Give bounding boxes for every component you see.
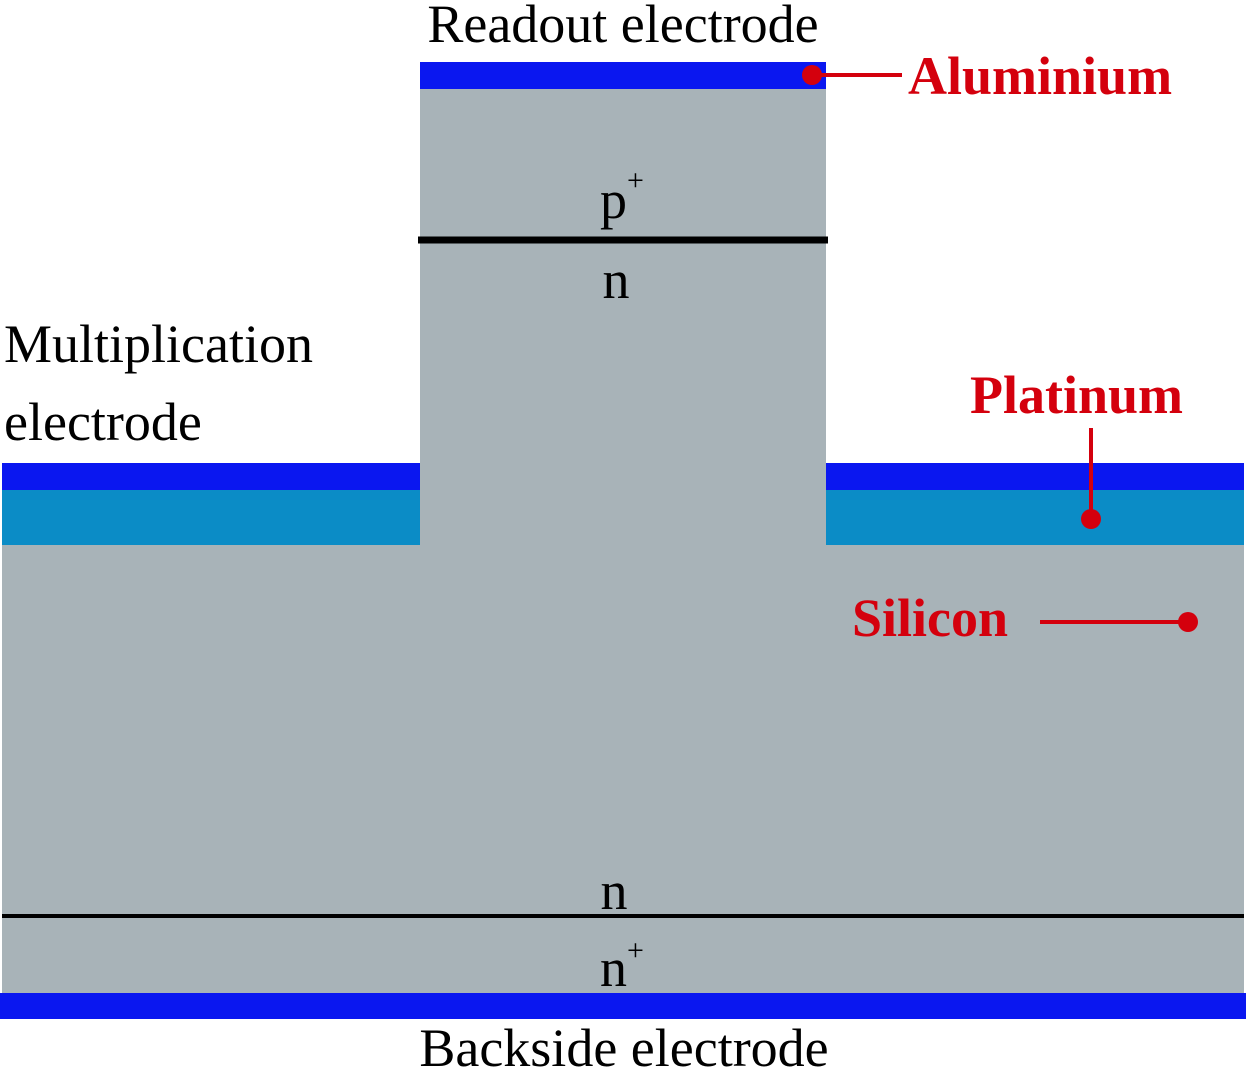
platinum-layer-right xyxy=(826,488,1244,545)
backside-electrode-label: Backside electrode xyxy=(419,1018,828,1068)
n-region-label-upper: n xyxy=(603,250,630,310)
aluminium-backside-electrode xyxy=(0,993,1246,1019)
aluminium-multiplication-electrode-right xyxy=(826,463,1244,490)
readout-electrode-label: Readout electrode xyxy=(427,0,818,54)
p-plus-superscript: + xyxy=(627,164,644,197)
multiplication-electrode-label-line2: electrode xyxy=(4,392,202,452)
n-region-label-lower: n xyxy=(601,861,628,921)
aluminium-label: Aluminium xyxy=(908,46,1172,106)
silicon-label: Silicon xyxy=(852,588,1008,648)
platinum-callout-dot xyxy=(1081,509,1101,529)
silicon-pillar xyxy=(420,88,826,548)
aluminium-multiplication-electrode-left xyxy=(2,463,420,490)
platinum-label: Platinum xyxy=(970,365,1183,425)
n-plus-label: n xyxy=(600,938,627,998)
silicon-callout-dot xyxy=(1178,612,1198,632)
p-plus-label: p xyxy=(600,170,627,230)
aluminium-readout-electrode xyxy=(420,62,826,89)
silicon-base xyxy=(2,540,1244,995)
platinum-layer-left xyxy=(2,488,420,545)
p-plus-base: p xyxy=(600,170,627,230)
n-plus-superscript: + xyxy=(627,934,644,967)
multiplication-electrode-label-line1: Multiplication xyxy=(4,314,313,374)
